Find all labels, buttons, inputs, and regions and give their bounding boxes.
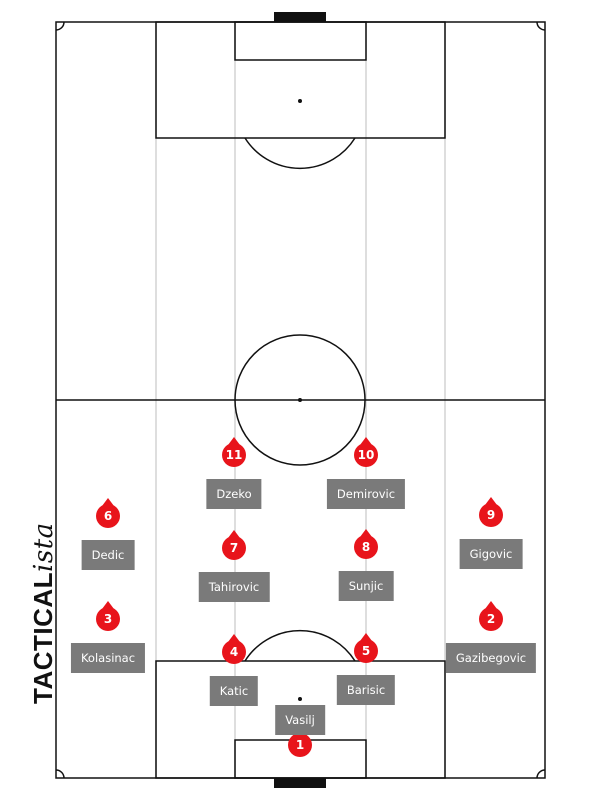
marker-disc [288,733,312,757]
player-number: 1 [295,738,305,752]
player-name-label[interactable]: Kolasinac [70,643,146,673]
marker-disc [354,535,378,559]
player-marker[interactable]: 7 [222,530,246,560]
marker-pointer [485,601,497,609]
player-number: 2 [486,612,496,626]
logo-text-strong: TACTICAL [28,571,58,704]
marker-pointer [102,601,114,609]
player-name-label[interactable]: Barisic [336,675,396,705]
player-name-label[interactable]: Vasilj [275,705,325,735]
player-marker[interactable]: 11 [222,437,246,467]
player-name-label[interactable]: Sunjic [338,571,394,601]
marker-pointer [485,497,497,505]
player-number: 11 [225,448,243,462]
marker-pointer [228,634,240,642]
marker-disc [222,536,246,560]
player-marker[interactable]: 10 [354,437,378,467]
logo-text-italic: ista [29,522,59,572]
marker-pointer [360,529,372,537]
player-marker[interactable]: 8 [354,529,378,559]
player-number: 7 [229,541,239,555]
player-number: 9 [486,508,496,522]
marker-disc [96,504,120,528]
penalty-area-top [155,21,446,139]
player-marker[interactable]: 9 [479,497,503,527]
centre-circle [234,334,366,466]
corner-arc [536,21,546,31]
goal-area-top [234,21,367,61]
player-number: 10 [357,448,375,462]
player-marker[interactable]: 3 [96,601,120,631]
goal-bottom [274,778,326,788]
marker-pointer [228,437,240,445]
player-name-label[interactable]: Gigovic [459,539,523,569]
marker-disc [354,639,378,663]
goal-top [274,12,326,22]
penalty-arc-bottom [244,629,356,662]
player-name-label[interactable]: Tahirovic [198,572,270,602]
player-name-label[interactable]: Katic [209,676,259,706]
player-marker[interactable]: 2 [479,601,503,631]
marker-pointer [228,530,240,538]
centre-spot [298,398,302,402]
marker-disc [354,443,378,467]
marker-pointer [102,498,114,506]
marker-disc [222,443,246,467]
penalty-arc-top [244,137,356,170]
marker-pointer [360,437,372,445]
player-marker[interactable]: 4 [222,634,246,664]
marker-disc [222,640,246,664]
corner-arc [55,769,65,779]
penalty-spot-top [298,99,302,103]
player-number: 8 [361,540,371,554]
marker-disc [479,503,503,527]
player-name-label[interactable]: Dzeko [206,479,262,509]
player-name-label[interactable]: Gazibegovic [445,643,537,673]
player-name-label[interactable]: Demirovic [326,479,406,509]
corner-arc [536,769,546,779]
player-marker[interactable]: 6 [96,498,120,528]
penalty-spot-bottom [298,697,302,701]
marker-disc [479,607,503,631]
player-number: 3 [103,612,113,626]
player-number: 4 [229,645,239,659]
marker-disc [96,607,120,631]
player-marker[interactable]: 5 [354,633,378,663]
corner-arc [55,21,65,31]
marker-pointer [360,633,372,641]
player-name-label[interactable]: Dedic [81,540,135,570]
player-marker[interactable]: 1 [288,727,312,757]
player-number: 5 [361,644,371,658]
player-number: 6 [103,509,113,523]
tacticalista-logo: TACTICALista [28,522,59,704]
